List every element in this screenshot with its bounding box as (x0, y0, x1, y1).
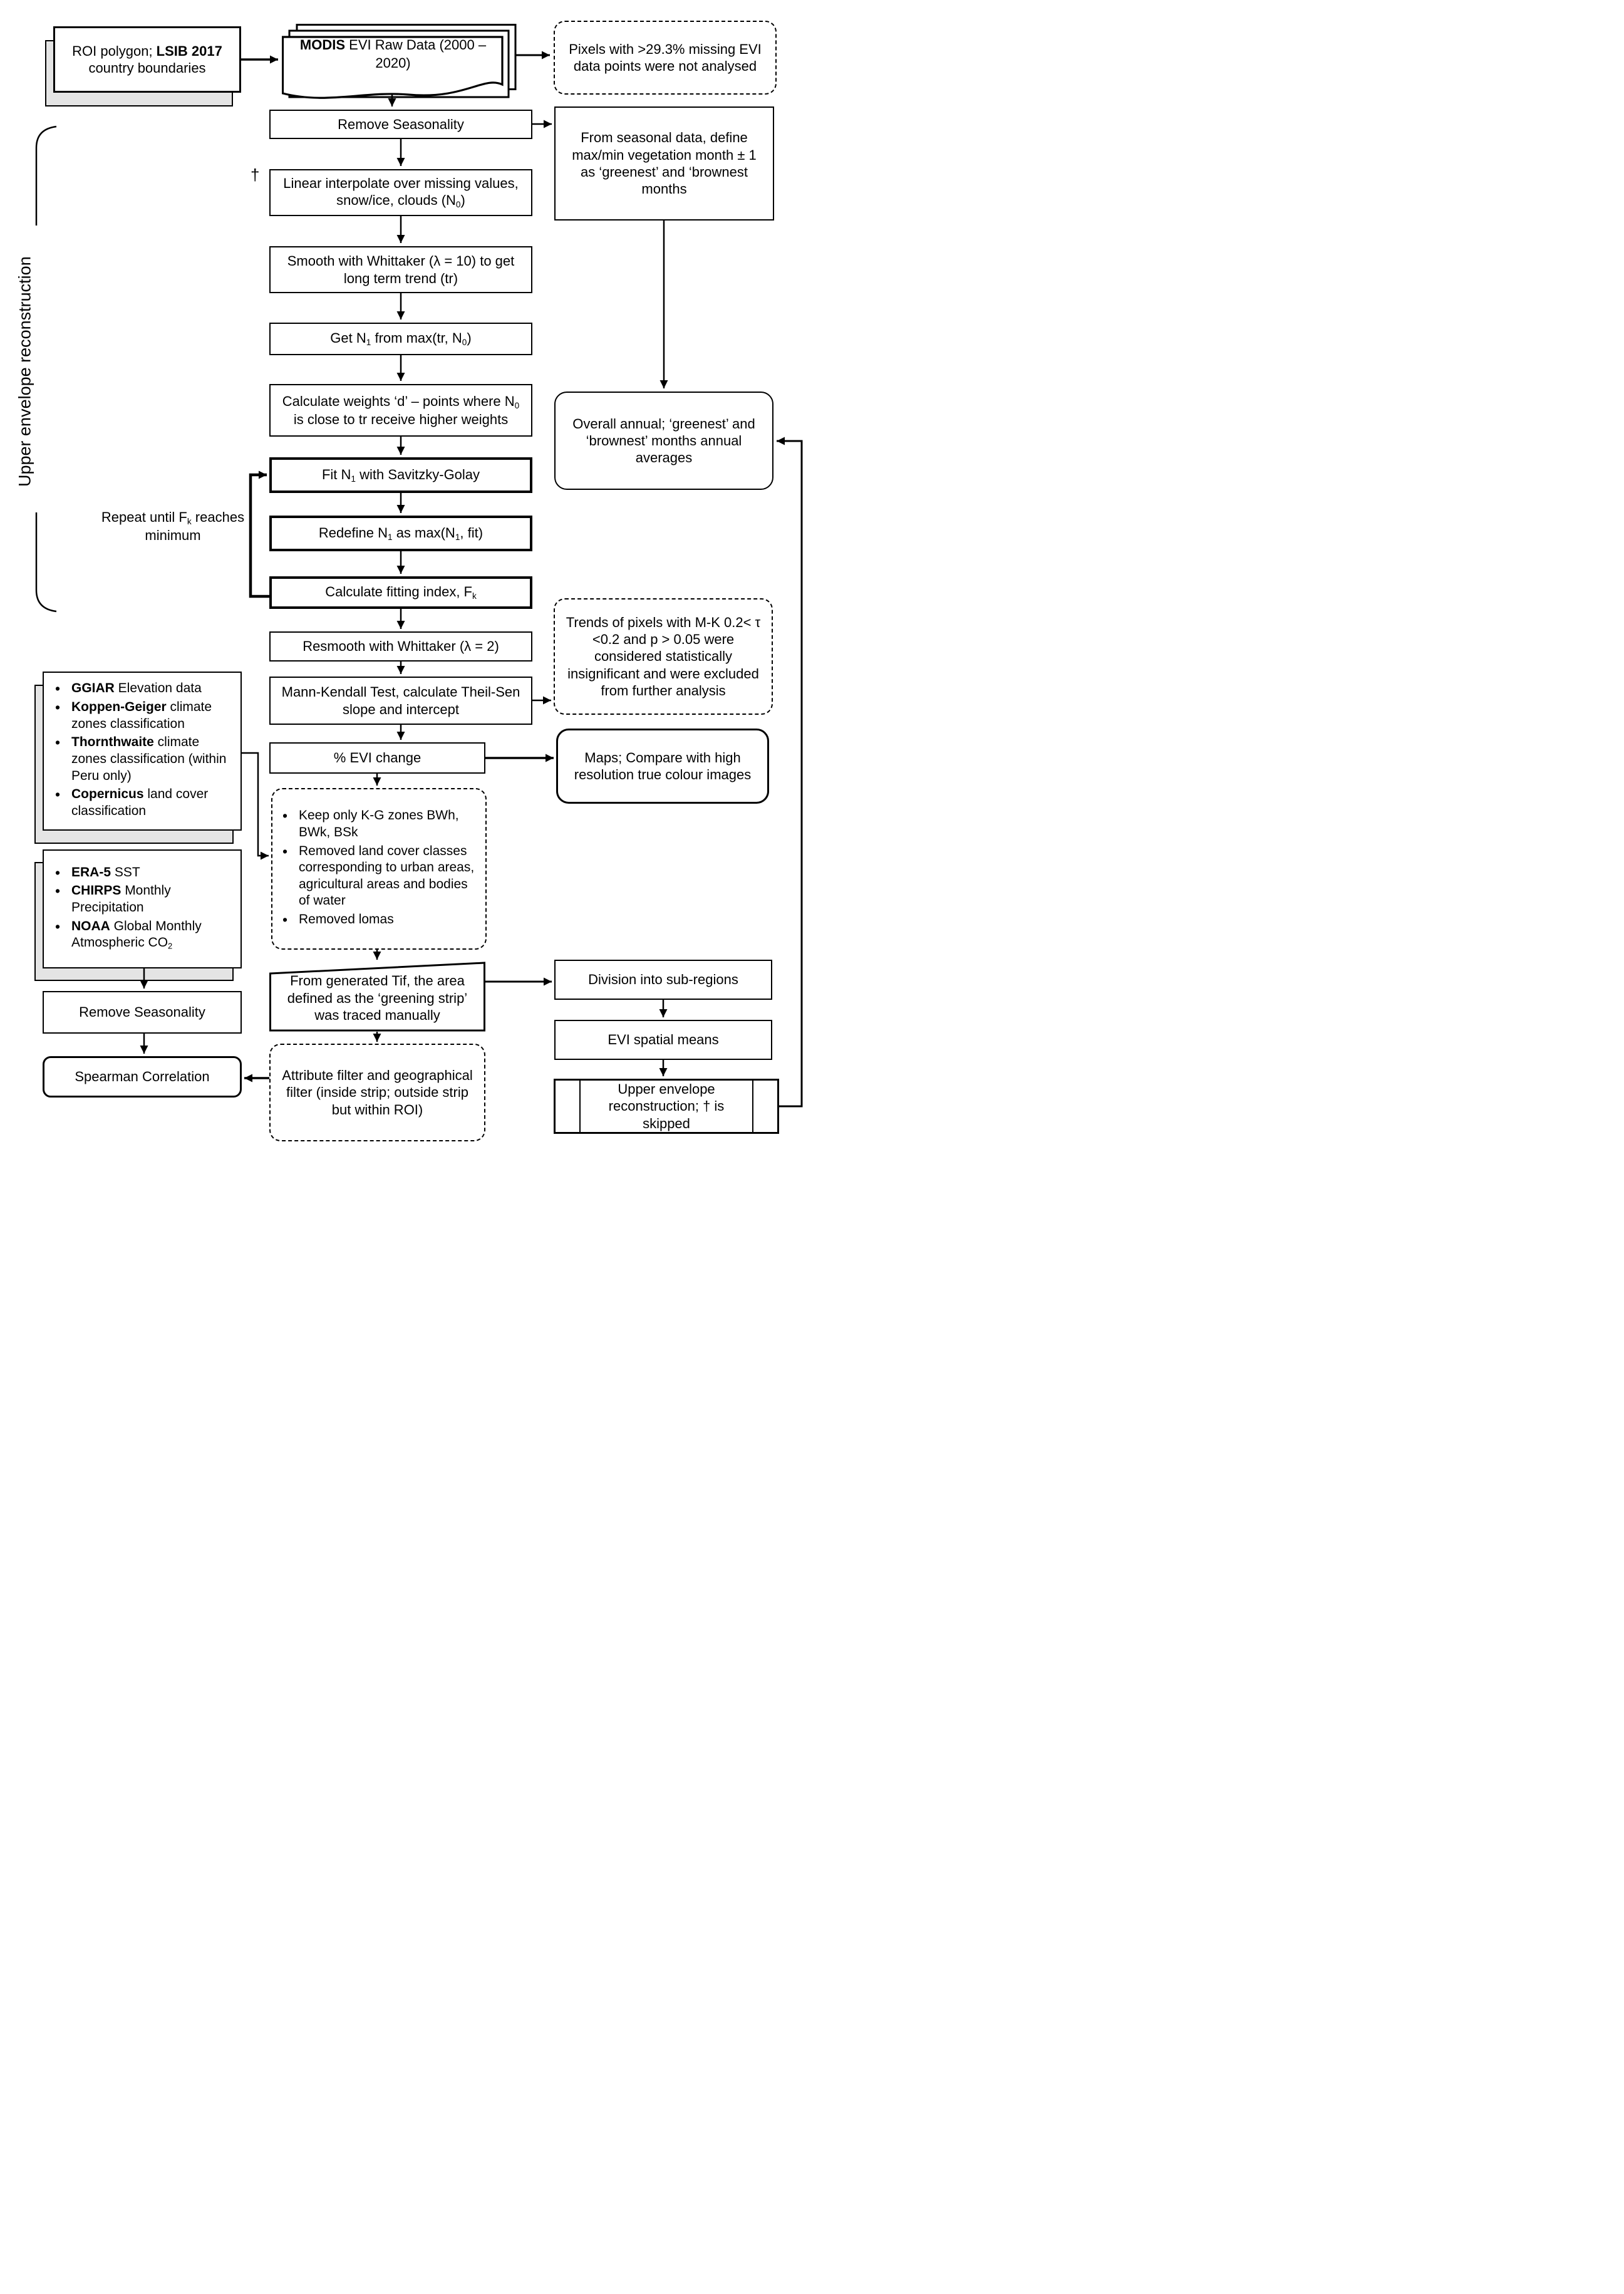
node-roi-polygon: ROI polygon; LSIB 2017 country boundarie… (53, 26, 241, 93)
document-page-front (282, 36, 504, 99)
node-mann-kendall: Mann-Kendall Test, calculate Theil-Sen s… (269, 677, 532, 725)
note-insignificant-trends-label: Trends of pixels with M-K 0.2< τ <0.2 an… (566, 614, 761, 698)
node-fitting-index-label: Calculate fitting index, Fk (325, 584, 477, 601)
list-item: ERA-5 SST (49, 864, 235, 882)
connector-auxdata-keepfilter (242, 752, 269, 860)
node-evi-change: % EVI change (269, 742, 485, 774)
bracket-top (35, 125, 57, 226)
node-division-subregions: Division into sub-regions (554, 960, 772, 1000)
modis-document-stack (282, 24, 517, 99)
section-label-upper-envelope: Upper envelope reconstruction (15, 256, 34, 487)
node-mann-kendall-label: Mann-Kendall Test, calculate Theil-Sen s… (281, 684, 520, 717)
connector-upperenvelope-overall (777, 437, 803, 1108)
node-tif-trace-label: From generated Tif, the area defined as … (287, 973, 468, 1023)
keep-filter-list: Keep only K-G zones BWh, BWk, BSk Remove… (276, 807, 482, 930)
node-tif-trace: From generated Tif, the area defined as … (276, 972, 479, 1024)
node-climate-datasets: ERA-5 SST CHIRPS Monthly Precipitation N… (43, 849, 242, 968)
flowchart-canvas: ROI polygon; LSIB 2017 country boundarie… (0, 0, 812, 1147)
node-linear-interpolate-label: Linear interpolate over missing values, … (283, 175, 519, 210)
note-seasonal-definition-label: From seasonal data, define max/min veget… (572, 130, 757, 197)
node-smooth-whittaker-label: Smooth with Whittaker (λ = 10) to get lo… (287, 253, 515, 286)
node-evi-change-label: % EVI change (333, 750, 422, 766)
node-evi-spatial-means: EVI spatial means (554, 1020, 772, 1060)
node-upper-envelope-process: Upper envelope reconstruction; † is skip… (554, 1079, 779, 1134)
node-tif-trace-shape (269, 962, 485, 1032)
node-evi-spatial-means-label: EVI spatial means (608, 1032, 719, 1048)
node-fit-savitzky-golay: Fit N1 with Savitzky-Golay (269, 457, 532, 493)
loop-label: Repeat until Fk reaches minimum (101, 509, 245, 543)
connector-loop (249, 470, 269, 598)
note-missing-pixels: Pixels with >29.3% missing EVI data poin… (554, 21, 777, 95)
trapezoid-outline (269, 962, 485, 1032)
list-item: Removed land cover classes corresponding… (276, 843, 482, 910)
node-get-n1: Get N1 from max(tr, N0) (269, 323, 532, 355)
list-item: Koppen-Geiger climate zones classificati… (49, 698, 235, 732)
node-linear-interpolate: Linear interpolate over missing values, … (269, 169, 532, 216)
note-seasonal-definition: From seasonal data, define max/min veget… (554, 106, 774, 221)
list-item: CHIRPS Monthly Precipitation (49, 882, 235, 916)
node-resmooth-whittaker: Resmooth with Whittaker (λ = 2) (269, 631, 532, 662)
climate-datasets-list: ERA-5 SST CHIRPS Monthly Precipitation N… (49, 864, 235, 954)
node-upper-envelope-process-label: Upper envelope reconstruction; † is skip… (608, 1081, 725, 1131)
list-item: GGIAR Elevation data (49, 680, 235, 698)
node-overall-annual: Overall annual; ‘greenest’ and ‘brownest… (554, 392, 773, 490)
node-modis-data: MODIS EVI Raw Data (2000 – 2020) (285, 36, 501, 72)
note-missing-pixels-label: Pixels with >29.3% missing EVI data poin… (569, 41, 762, 74)
node-spearman-correlation-label: Spearman Correlation (75, 1069, 210, 1085)
node-remove-seasonality: Remove Seasonality (269, 110, 532, 139)
node-spearman-correlation: Spearman Correlation (43, 1056, 242, 1098)
node-modis-data-label: MODIS EVI Raw Data (2000 – 2020) (299, 37, 487, 71)
node-fitting-index: Calculate fitting index, Fk (269, 576, 532, 609)
node-fit-savitzky-golay-label: Fit N1 with Savitzky-Golay (321, 466, 480, 484)
list-item: NOAA Global Monthly Atmospheric CO2 (49, 918, 235, 952)
node-division-subregions-label: Division into sub-regions (588, 972, 738, 988)
node-remove-seasonality-label: Remove Seasonality (338, 116, 464, 132)
node-attribute-filter: Attribute filter and geographical filter… (269, 1044, 485, 1141)
node-smooth-whittaker: Smooth with Whittaker (λ = 10) to get lo… (269, 246, 532, 293)
node-redefine-n1: Redefine N1 as max(N1, fit) (269, 516, 532, 551)
node-remove-seasonality-left-label: Remove Seasonality (79, 1004, 205, 1020)
dagger-symbol: † (251, 165, 260, 184)
node-keep-filter: Keep only K-G zones BWh, BWk, BSk Remove… (271, 788, 487, 950)
aux-datasets-list: GGIAR Elevation data Koppen-Geiger clima… (49, 680, 235, 821)
node-overall-annual-label: Overall annual; ‘greenest’ and ‘brownest… (572, 415, 755, 466)
node-remove-seasonality-left: Remove Seasonality (43, 991, 242, 1034)
node-maps-compare: Maps; Compare with high resolution true … (556, 729, 769, 804)
note-insignificant-trends: Trends of pixels with M-K 0.2< τ <0.2 an… (554, 598, 773, 715)
list-item: Removed lomas (276, 911, 482, 929)
node-resmooth-whittaker-label: Resmooth with Whittaker (λ = 2) (303, 638, 499, 655)
node-maps-compare-label: Maps; Compare with high resolution true … (574, 749, 752, 782)
bracket-bottom (35, 512, 57, 613)
list-item: Copernicus land cover classification (49, 786, 235, 819)
node-calc-weights: Calculate weights ‘d’ – points where N0 … (269, 384, 532, 437)
node-aux-datasets: GGIAR Elevation data Koppen-Geiger clima… (43, 672, 242, 831)
node-attribute-filter-label: Attribute filter and geographical filter… (282, 1067, 473, 1118)
list-item: Thornthwaite climate zones classificatio… (49, 734, 235, 784)
node-get-n1-label: Get N1 from max(tr, N0) (330, 330, 472, 347)
node-redefine-n1-label: Redefine N1 as max(N1, fit) (318, 524, 484, 542)
list-item: Keep only K-G zones BWh, BWk, BSk (276, 807, 482, 841)
node-roi-polygon-label: ROI polygon; LSIB 2017 country boundarie… (72, 43, 222, 76)
node-calc-weights-label: Calculate weights ‘d’ – points where N0 … (282, 393, 520, 428)
